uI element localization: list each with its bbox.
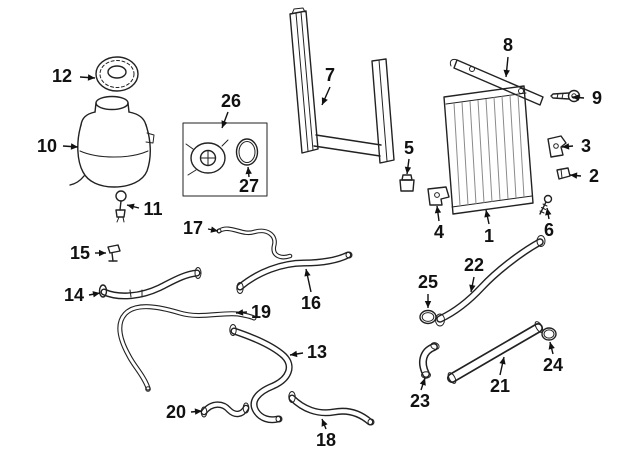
callout-arrowhead-11: [127, 203, 135, 210]
part-label-12: 12: [51, 66, 73, 86]
part-20-connector-hose-drawing: [200, 401, 250, 418]
callout-arrowhead-7: [321, 97, 328, 105]
callout-arrowhead-25: [424, 301, 432, 308]
part-18-return-hose-drawing: [288, 391, 375, 426]
part-4-lower-bracket-drawing: [427, 186, 450, 206]
part-7-support-frame-drawing: [289, 7, 395, 164]
part-label-7: 7: [324, 65, 336, 85]
part-label-3: 3: [580, 136, 592, 156]
callout-arrowhead-3: [562, 143, 570, 150]
part-label-4: 4: [433, 222, 445, 242]
part-label-6: 6: [543, 220, 555, 240]
part-6-screw-drawing: [539, 194, 553, 215]
callout-arrowhead-17: [210, 226, 218, 233]
callout-arrowhead-13: [290, 350, 298, 358]
part-label-19: 19: [250, 302, 272, 322]
part-10-expansion-tank-drawing: [69, 95, 155, 188]
callout-arrowhead-16: [304, 269, 311, 277]
hose-clamp-icon: [98, 284, 108, 298]
callout-arrowhead-6: [545, 208, 552, 216]
part-5-rubber-mount-drawing: [399, 174, 415, 192]
part-label-1: 1: [483, 226, 495, 246]
part-label-17: 17: [182, 218, 204, 238]
callout-arrowhead-22: [469, 284, 476, 292]
part-25-oring-drawing: [419, 309, 437, 325]
callout-arrowhead-23: [419, 378, 426, 386]
part-27-gasket-drawing: [235, 138, 259, 166]
callout-arrowhead-15: [99, 249, 106, 257]
part-label-22: 22: [463, 255, 485, 275]
callout-arrowhead-8: [503, 69, 510, 77]
part-label-27: 27: [238, 176, 260, 196]
part-label-18: 18: [315, 430, 337, 450]
part-15-drain-fitting-drawing: [107, 244, 121, 262]
part-label-9: 9: [591, 88, 603, 108]
part-label-5: 5: [403, 138, 415, 158]
part-label-2: 2: [588, 166, 600, 186]
part-26-thermostat-box-drawing: [182, 122, 268, 197]
part-label-21: 21: [489, 376, 511, 396]
part-label-20: 20: [165, 402, 187, 422]
part-3-bracket-drawing: [547, 135, 567, 158]
part-8-upper-support-drawing: [449, 58, 544, 106]
callout-arrowhead-1: [484, 210, 491, 218]
part-14-radiator-hose-drawing: [98, 267, 202, 300]
part-label-24: 24: [542, 355, 564, 375]
part-16-upper-hose-drawing: [236, 251, 353, 294]
part-13-coolant-hose-drawing: [229, 324, 293, 424]
part-9-bolt-drawing: [550, 89, 581, 103]
part-label-10: 10: [36, 136, 58, 156]
part-21-straight-pipe-drawing: [447, 321, 544, 384]
part-11-level-sensor-drawing: [115, 190, 127, 223]
callout-arrowhead-26: [221, 120, 228, 128]
callout-arrowhead-20: [194, 408, 202, 415]
callout-arrows: [62, 56, 585, 430]
part-label-25: 25: [417, 272, 439, 292]
part-12-reservoir-cap-drawing: [95, 56, 139, 92]
callout-arrowhead-18: [321, 419, 328, 427]
callout-arrowhead-24: [548, 342, 555, 350]
callout-arrowhead-5: [404, 166, 412, 174]
part-23-short-hose-drawing: [418, 342, 440, 379]
callout-arrowhead-10: [70, 143, 78, 150]
part-1-radiator-drawing: [443, 85, 534, 215]
part-19-reservoir-hose-drawing: [117, 304, 257, 392]
part-label-16: 16: [300, 293, 322, 313]
callout-arrowhead-19: [236, 309, 244, 316]
callout-arrowhead-14: [92, 291, 100, 298]
callout-arrowhead-21: [499, 357, 506, 365]
part-22-curved-pipe-drawing: [435, 235, 546, 327]
callout-arrowhead-2: [570, 172, 578, 179]
part-24-oring-drawing: [541, 327, 557, 341]
part-label-11: 11: [143, 199, 163, 219]
callout-arrowhead-27: [245, 167, 252, 175]
part-26-thermostat-drawing: [185, 139, 229, 176]
part-label-8: 8: [502, 35, 514, 55]
part-label-13: 13: [306, 342, 328, 362]
part-label-23: 23: [409, 391, 431, 411]
part-2-clip-drawing: [556, 167, 571, 180]
callout-arrowhead-9: [572, 94, 580, 101]
callout-arrowhead-12: [87, 74, 95, 81]
part-label-15: 15: [69, 243, 91, 263]
part-label-26: 26: [220, 91, 242, 111]
part-17-vent-hose-drawing: [216, 226, 293, 260]
callout-arrowhead-4: [434, 206, 442, 214]
part-label-14: 14: [63, 285, 85, 305]
